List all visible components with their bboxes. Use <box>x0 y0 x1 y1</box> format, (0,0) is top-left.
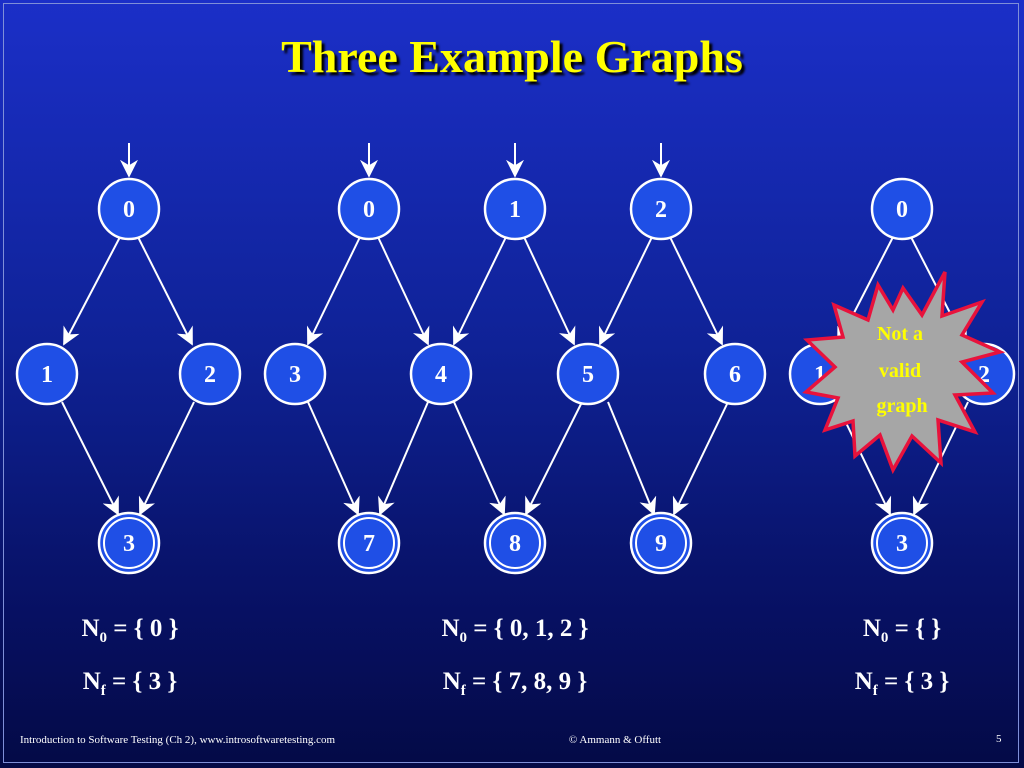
callout-line-1: Not a <box>877 323 923 345</box>
svg-text:7: 7 <box>363 531 375 557</box>
node-3: 3 <box>263 342 327 406</box>
graph-1: 0 1 2 3 <box>15 143 242 575</box>
svg-text:2: 2 <box>204 362 216 388</box>
node-0: 0 <box>97 177 161 241</box>
edge <box>137 236 193 346</box>
edge <box>669 236 724 346</box>
graph-3: 0 1 2 3 Not a valid graph <box>788 177 1016 575</box>
svg-text:0: 0 <box>896 197 908 223</box>
node-4: 4 <box>409 342 473 406</box>
svg-text:3: 3 <box>289 362 301 388</box>
graph-2: 0 1 2 3 4 5 6 7 <box>263 143 767 575</box>
node-5: 5 <box>556 342 620 406</box>
graph-3-initial-set: N0 = { } <box>862 615 942 646</box>
graph-1-final-set: Nf = { 3 } <box>82 668 178 699</box>
footer-copyright: © Ammann & Offutt <box>568 734 662 746</box>
svg-text:9: 9 <box>655 531 667 557</box>
not-valid-callout: Not a valid graph <box>802 271 1006 475</box>
callout-line-3: graph <box>876 395 927 417</box>
graph-2-initial-set: N0 = { 0, 1, 2 } <box>441 615 589 646</box>
svg-text:4: 4 <box>435 362 447 388</box>
svg-text:2: 2 <box>655 197 667 223</box>
node-1: 1 <box>483 177 547 241</box>
node-3-final: 3 <box>97 511 161 575</box>
svg-text:3: 3 <box>123 531 135 557</box>
edge <box>307 401 360 516</box>
node-3-final: 3 <box>870 511 934 575</box>
node-2: 2 <box>629 177 693 241</box>
edge <box>607 401 657 516</box>
page-number: 5 <box>996 733 1002 745</box>
node-0: 0 <box>870 177 934 241</box>
starburst-shape <box>802 271 1006 475</box>
edge <box>598 236 653 346</box>
edge <box>377 236 430 346</box>
footer-course-info: Introduction to Software Testing (Ch 2),… <box>20 734 336 746</box>
edge <box>672 401 729 516</box>
slide-title: Three Example Graphs <box>281 31 743 82</box>
edge <box>378 401 429 516</box>
edge <box>63 236 121 346</box>
edge <box>452 236 507 346</box>
svg-text:0: 0 <box>123 197 135 223</box>
edge <box>61 401 119 516</box>
callout-line-2: valid <box>879 360 921 382</box>
svg-text:0: 0 <box>363 197 375 223</box>
node-6: 6 <box>703 342 767 406</box>
svg-text:3: 3 <box>896 531 908 557</box>
graph-3-final-set: Nf = { 3 } <box>854 668 950 699</box>
node-9-final: 9 <box>629 511 693 575</box>
node-2: 2 <box>178 342 242 406</box>
node-7-final: 7 <box>337 511 401 575</box>
svg-text:1: 1 <box>41 362 53 388</box>
edge <box>523 236 576 346</box>
node-1: 1 <box>15 342 79 406</box>
node-8-final: 8 <box>483 511 547 575</box>
edge <box>453 401 506 516</box>
svg-text:5: 5 <box>582 362 594 388</box>
svg-text:1: 1 <box>509 197 521 223</box>
graph-1-initial-set: N0 = { 0 } <box>81 615 179 646</box>
edge <box>525 401 583 516</box>
node-0: 0 <box>337 177 401 241</box>
edge <box>306 236 361 346</box>
edge <box>138 401 195 516</box>
svg-text:8: 8 <box>509 531 521 557</box>
svg-text:6: 6 <box>729 362 741 388</box>
graph-2-final-set: Nf = { 7, 8, 9 } <box>442 668 588 699</box>
